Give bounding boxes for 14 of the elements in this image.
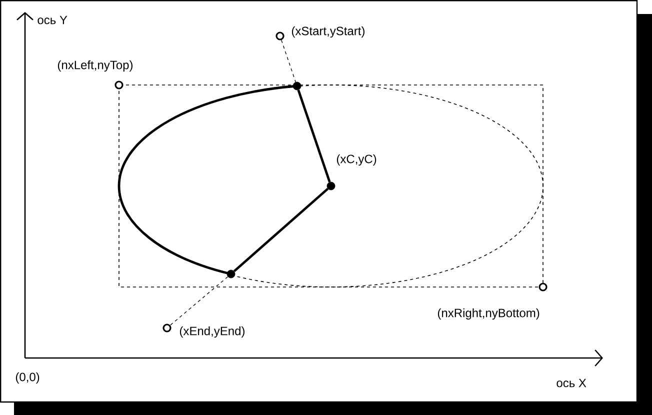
point-label: (xStart,yStart) bbox=[292, 26, 364, 38]
point-dot bbox=[292, 82, 302, 90]
origin-label: (0,0) bbox=[16, 372, 40, 384]
pie-outline bbox=[233, 188, 329, 272]
leader-line bbox=[170, 276, 228, 326]
axis-label: ось X bbox=[556, 378, 586, 388]
point-label: (nxLeft,nyTop) bbox=[58, 60, 132, 72]
leader-line bbox=[281, 40, 296, 82]
point-label: (xC,yC) bbox=[336, 154, 376, 166]
pie-outline bbox=[297, 90, 331, 182]
axis-label: ось Y bbox=[38, 16, 68, 24]
point-dot bbox=[226, 270, 236, 278]
point-label: (xEnd,yEnd) bbox=[180, 326, 244, 338]
point-label: (nxRight,nyBottom) bbox=[438, 308, 540, 320]
